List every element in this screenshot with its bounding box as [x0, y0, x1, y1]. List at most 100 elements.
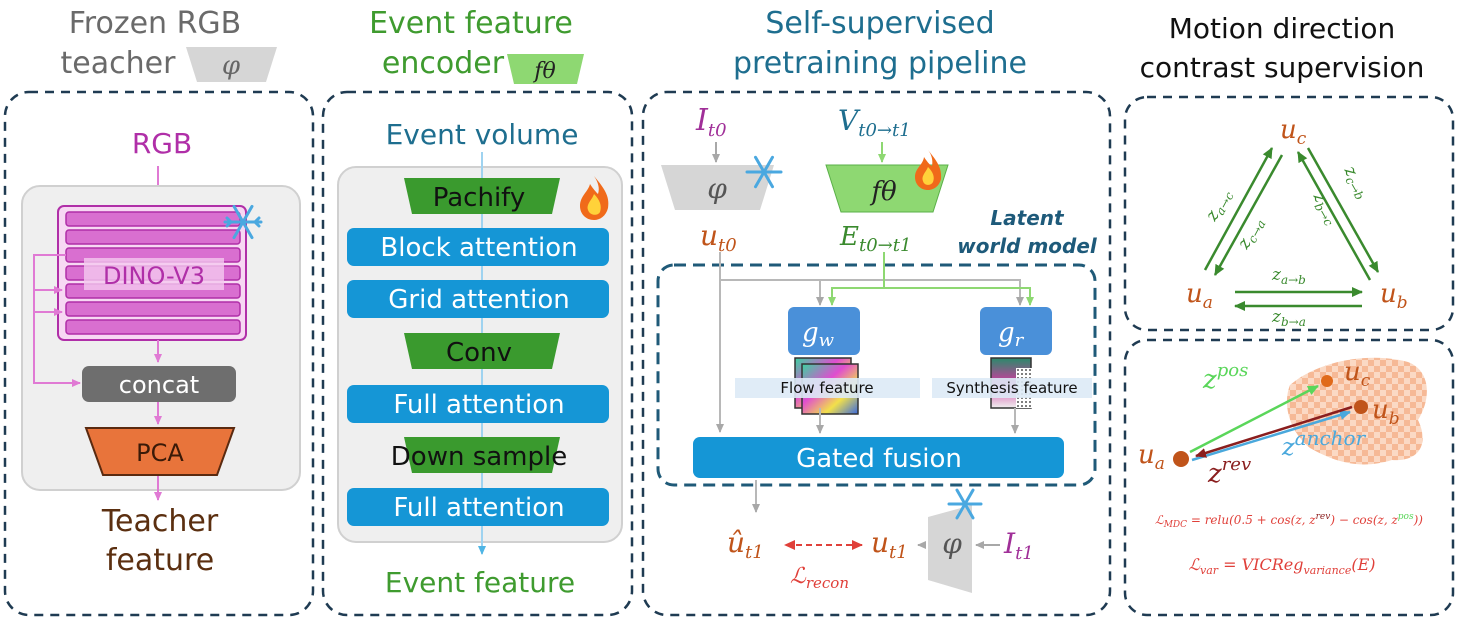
node-u-b: ub [1380, 279, 1408, 313]
synthesis-feature-label: Synthesis feature [946, 379, 1077, 397]
u-t1-label: ut1 [871, 526, 908, 563]
phi-trapezoid [661, 165, 774, 210]
phi-symbol-t0: φ [707, 172, 727, 205]
point-u-a [1173, 451, 1189, 467]
panel-pretraining-pipeline: Self-supervised pretraining pipeline It0… [641, 6, 1112, 617]
g-w-label: gw [802, 318, 835, 351]
label-z-pos: zpos [1202, 360, 1248, 395]
panel3-title-line1: Self-supervised [765, 6, 994, 41]
world-model-frame [656, 263, 1097, 487]
encoder-layer-label: Conv [446, 338, 512, 368]
teacher-feature-line2: feature [106, 543, 214, 578]
encoder-layer-label: Down sample [391, 442, 567, 472]
panel3-frame [641, 90, 1112, 617]
blob-label-u-a: ua [1138, 440, 1165, 474]
encoder-layer-box [347, 385, 609, 423]
encoder-layer-trapezoid [404, 333, 560, 369]
snowflake-icon [947, 488, 983, 520]
rgb-input-label: RGB [132, 127, 192, 160]
encoder-layer-box [347, 228, 609, 266]
panel-event-encoder: Event feature encoder fθ Event volume Pa… [321, 6, 634, 617]
edge-b-to-c [1296, 151, 1372, 281]
blob-label-u-b: ub [1372, 395, 1400, 429]
point-u-b [1354, 400, 1368, 414]
encoder-layer-label: Block attention [380, 233, 577, 263]
label-z-b-a: zb→a [1271, 307, 1306, 329]
encoder-layer-trapezoid [404, 437, 560, 473]
encoder-layer-label: Grid attention [388, 285, 569, 315]
g-w-box [788, 307, 860, 355]
pca-label: PCA [136, 439, 184, 467]
encoder-layer-label: Full attention [393, 493, 564, 523]
arrow-e-to-gr [884, 287, 1034, 306]
flow-feature-label: Flow feature [780, 379, 873, 397]
point-u-c [1321, 375, 1333, 387]
encoder-layer-box [347, 488, 609, 526]
panel2-frame [321, 90, 634, 617]
panel3-title-line2: pretraining pipeline [733, 46, 1027, 81]
f-theta-symbol: fθ [869, 177, 897, 207]
vector-z-anchor [1191, 410, 1351, 462]
panel2-title-line1: Event feature [369, 6, 573, 41]
label-z-anchor: zanchor [1281, 426, 1367, 461]
edge-a-to-c [1203, 147, 1274, 271]
encoder-layer-box [347, 280, 609, 318]
teacher-feature-line1: Teacher [101, 504, 219, 539]
panel2-title-line2: encoder [382, 46, 505, 81]
event-volume-label: Event volume [386, 118, 579, 151]
encoder-layer-label: Pachify [433, 183, 526, 213]
panel-frozen-teacher: Frozen RGB teacher φ RGB DINO-V3 [3, 6, 315, 617]
dino-label: DINO-V3 [103, 262, 205, 290]
node-u-c: uc [1280, 115, 1307, 149]
arrow-e-to-gw [828, 252, 885, 306]
phi-trapezoid-t1 [928, 505, 972, 593]
snowflake-icon [223, 204, 263, 240]
arrow-u-t0-to-gr [720, 279, 1024, 306]
encoder-symbol: fθ [532, 59, 555, 84]
panel1-title-line2: teacher [61, 46, 177, 81]
g-r-label: gr [998, 318, 1025, 351]
world-model-line1: Latent [990, 206, 1065, 230]
encoder-layer-label: Full attention [393, 390, 564, 420]
input-rgb-t0: It0 [695, 103, 727, 141]
u-t0-label: ut0 [700, 219, 737, 256]
label-z-rev: zrev [1207, 454, 1251, 489]
label-z-a-b: za→b [1271, 265, 1306, 287]
label-z-c-b: zc→b [1337, 162, 1373, 203]
phi-symbol-t1: φ [942, 527, 962, 560]
recon-loss-label: ℒrecon [790, 564, 849, 592]
world-model-line2: world model [957, 234, 1098, 258]
panel1-frame [3, 90, 315, 617]
edge-c-to-a [1213, 154, 1284, 276]
panel-motion-contrast: Motion direction contrast supervision uc… [1123, 12, 1455, 617]
fire-icon [915, 150, 942, 190]
vector-z-pos [1189, 384, 1319, 454]
teacher-symbol: φ [222, 51, 241, 81]
gated-fusion-box [693, 437, 1064, 478]
event-feature-label: Event feature [385, 566, 575, 599]
loss-mdc-formula: ℒMDC = relu(0.5 + cos(z, zrev) − cos(z, … [1155, 512, 1423, 530]
loss-var-formula: ℒvar = VICRegvariance(E) [1188, 555, 1375, 577]
panel4-title-line1: Motion direction [1169, 12, 1396, 45]
vector-z-rev [1195, 405, 1353, 458]
snowflake-icon [745, 155, 783, 189]
node-u-a: ua [1186, 279, 1213, 313]
dino-backbone: DINO-V3 [57, 205, 247, 341]
fire-icon [580, 176, 609, 220]
concat-label: concat [119, 371, 199, 399]
teacher-trapezoid [186, 47, 277, 82]
pca-trapezoid [84, 427, 236, 476]
concat-box [82, 366, 236, 402]
panel1-title-line1: Frozen RGB [69, 6, 242, 41]
u-hat-t1-label: ût1 [727, 526, 764, 563]
encoder-layer-trapezoid [404, 178, 560, 214]
panel4-title-line2: contrast supervision [1140, 51, 1425, 84]
input-rgb-t1: It1 [1003, 527, 1034, 564]
flow-feature-maps [735, 357, 920, 415]
synthesis-feature-maps [932, 357, 1092, 409]
edge-c-to-b [1306, 147, 1380, 273]
gated-fusion-label: Gated fusion [796, 444, 962, 474]
skip-arrow-1 [33, 254, 81, 387]
